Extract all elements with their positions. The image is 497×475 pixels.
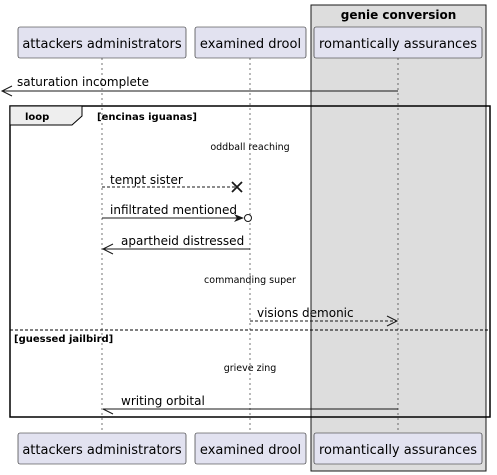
participant-label: romantically assurances	[319, 37, 477, 52]
participant-top-attackers-administrators[interactable]	[17, 26, 187, 59]
half-arrowhead-icon	[102, 408, 114, 415]
loop-fragment-tab	[9, 105, 83, 126]
box-title: genie conversion	[341, 8, 457, 22]
message-label: tempt sister	[110, 173, 183, 187]
message-label: writing orbital	[121, 394, 205, 408]
message-label: saturation incomplete	[17, 75, 149, 89]
else-guard: [guessed jailbird]	[14, 334, 113, 345]
participant-label: romantically assurances	[319, 443, 477, 458]
participant-top-examined-drool[interactable]	[194, 26, 307, 59]
participant-label: attackers administrators	[22, 37, 182, 52]
message-label: apartheid distressed	[121, 234, 244, 248]
participant-bottom-attackers-administrators[interactable]	[17, 432, 187, 465]
participant-bottom-romantically-assurances[interactable]	[313, 432, 483, 465]
message-label: visions demonic	[257, 306, 354, 320]
fragment-guard: [encinas iguanas]	[97, 112, 197, 123]
divider-label: grieve zing	[224, 363, 277, 374]
open-arrowhead-icon	[101, 243, 114, 255]
message-label: infiltrated mentioned	[110, 203, 237, 217]
divider-label: oddball reaching	[210, 142, 289, 153]
participant-top-romantically-assurances[interactable]	[313, 26, 483, 59]
open-arrowhead-icon	[386, 315, 399, 327]
filled-arrowhead-icon	[234, 214, 244, 222]
participant-label: examined drool	[200, 443, 301, 458]
participant-bottom-examined-drool[interactable]	[194, 432, 307, 465]
fragment-keyword: loop	[25, 112, 49, 123]
circle-end-icon	[244, 214, 252, 222]
cross-arrowhead-icon	[231, 181, 243, 193]
box-genie-conversion	[310, 4, 487, 472]
open-arrowhead-icon	[0, 85, 13, 97]
loop-fragment	[9, 105, 491, 418]
participant-label: attackers administrators	[22, 443, 182, 458]
divider-label: commanding super	[204, 275, 296, 286]
participant-label: examined drool	[200, 37, 301, 52]
